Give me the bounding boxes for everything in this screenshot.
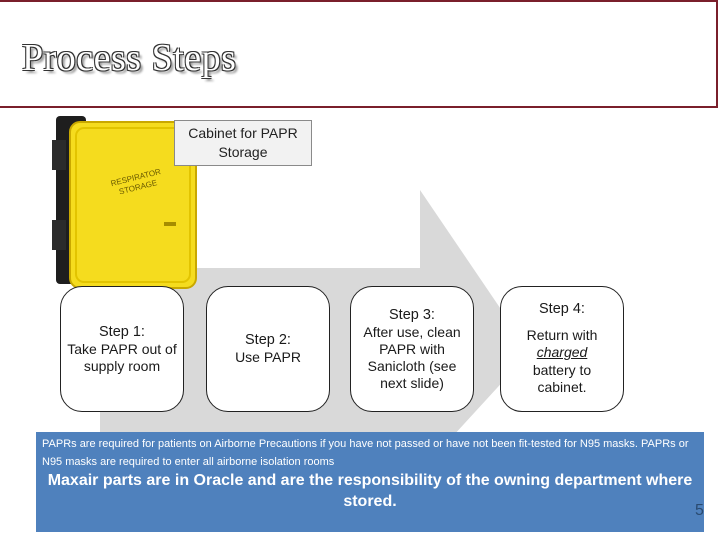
- papr-requirement-note: PAPRs are required for patients on Airbo…: [42, 438, 689, 468]
- step-4-body-before: Return with: [526, 326, 598, 343]
- step-2-body: Use PAPR: [235, 349, 301, 365]
- step-4-body-after: battery to cabinet.: [532, 361, 592, 396]
- title-banner: Process Steps: [0, 0, 718, 108]
- info-footer: PAPRs are required for patients on Airbo…: [36, 432, 704, 532]
- step-1-body: Take PAPR out of supply room: [67, 340, 177, 374]
- step-4-body: Return with charged battery to cabinet.: [507, 327, 617, 397]
- storage-cabinet-image: RESPIRATOR STORAGE: [52, 116, 197, 289]
- step-3-heading: Step 3:: [389, 306, 435, 323]
- step-1-box: Step 1: Take PAPR out of supply room: [60, 286, 184, 412]
- step-3-body: After use, clean PAPR with Sanicloth (se…: [363, 323, 461, 391]
- maxair-parts-note: Maxair parts are in Oracle and are the r…: [47, 472, 693, 510]
- page-title: Process Steps: [22, 37, 237, 79]
- cabinet-label: Cabinet for PAPR Storage: [174, 120, 312, 166]
- step-3-box: Step 3: After use, clean PAPR with Sanic…: [350, 286, 474, 412]
- step-4-box: Step 4: Return with charged battery to c…: [500, 286, 624, 412]
- step-2-box: Step 2: Use PAPR: [206, 286, 330, 412]
- step-4-body-emphasis: charged: [536, 344, 588, 361]
- step-4-heading: Step 4:: [539, 301, 585, 318]
- step-1-heading: Step 1:: [99, 323, 145, 340]
- page-number: 5: [695, 502, 704, 519]
- step-2-heading: Step 2:: [245, 332, 291, 348]
